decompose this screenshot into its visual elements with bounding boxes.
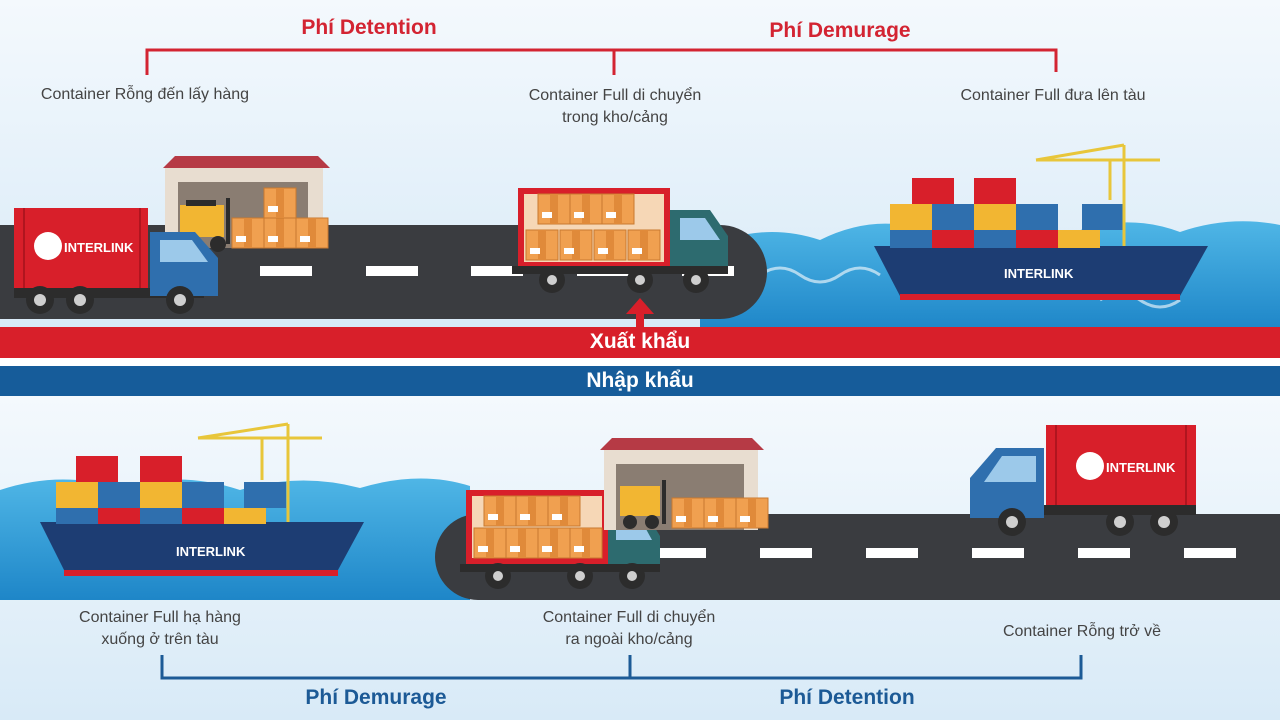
export-step-2-line-2: trong kho/cảng xyxy=(562,109,668,126)
import-band xyxy=(0,366,1280,396)
container-truck-icon: INTERLINK xyxy=(14,208,218,314)
truck-logo-text: INTERLINK xyxy=(64,240,134,255)
export-step-2: Container Full di chuyển trong kho/cảng xyxy=(490,85,740,129)
import-fee-demurage: Phí Demurage xyxy=(305,686,447,709)
import-step-2-line-1: Container Full di chuyển xyxy=(542,609,716,626)
import-step-2: Container Full di chuyển ra ngoài kho/cả… xyxy=(504,607,754,651)
box-truck-icon xyxy=(512,188,728,293)
arrow-up-icon xyxy=(626,298,654,328)
forklift-icon xyxy=(620,480,666,529)
import-fee-detention: Phí Detention xyxy=(779,686,915,709)
export-fee-demurage: Phí Demurage xyxy=(769,19,911,42)
box-truck-icon xyxy=(460,490,660,589)
export-fee-detention: Phí Detention xyxy=(301,16,437,39)
ship-logo-text: INTERLINK xyxy=(176,544,246,559)
export-band-label: Xuất khẩu xyxy=(589,330,691,353)
import-band-label: Nhập khẩu xyxy=(586,369,694,392)
crane-icon xyxy=(1035,143,1160,246)
export-step-1: Container Rỗng đến lấy hàng xyxy=(40,86,250,103)
export-fee-bracket xyxy=(145,48,1058,75)
cargo-ship-icon: INTERLINK xyxy=(874,178,1208,300)
export-step-2-line-1: Container Full di chuyển xyxy=(528,87,702,104)
ship-containers xyxy=(890,178,1124,248)
export-step-3: Container Full đưa lên tàu xyxy=(960,87,1146,104)
container-truck-icon: INTERLINK xyxy=(970,425,1196,536)
truck-logo-text: INTERLINK xyxy=(1106,460,1176,475)
import-step-2-line-2: ra ngoài kho/cảng xyxy=(565,631,693,648)
crane-icon xyxy=(197,422,322,522)
cargo-ship-icon: INTERLINK xyxy=(40,456,364,576)
pallet-boxes xyxy=(671,497,769,529)
ship-logo-text: INTERLINK xyxy=(1004,266,1074,281)
import-step-1-line-1: Container Full hạ hàng xyxy=(79,609,241,626)
import-step-1: Container Full hạ hàng xuống ở trên tàu xyxy=(35,607,285,651)
import-step-3: Container Rỗng trở về xyxy=(1002,623,1162,640)
import-road-markings xyxy=(654,548,1236,558)
export-band xyxy=(0,327,1280,358)
import-step-1-line-2: xuống ở trên tàu xyxy=(101,631,219,648)
import-fee-bracket xyxy=(160,655,1083,680)
